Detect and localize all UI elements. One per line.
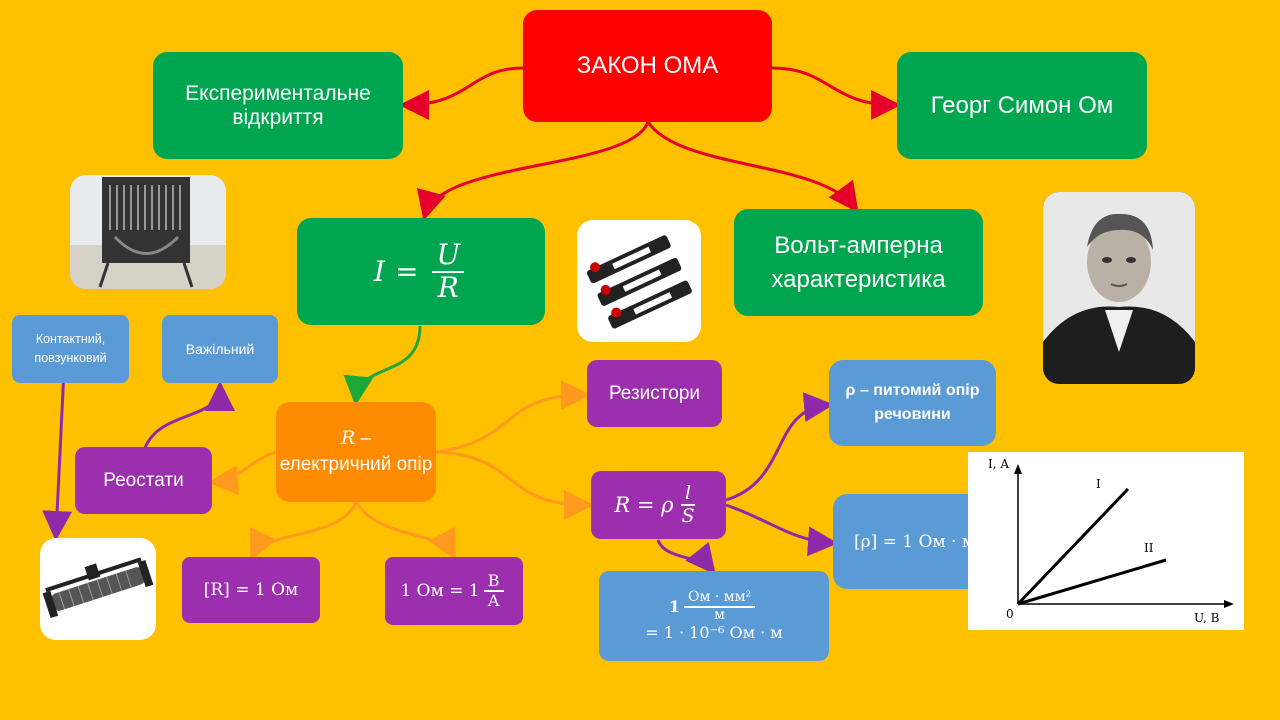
arrow-rho-def (725, 392, 834, 502)
unit-ohm-fraction: В А (483, 572, 504, 610)
y-axis-arrow (1014, 464, 1022, 474)
rheostats-text: Реостати (103, 469, 184, 491)
arrow-resistance-unit-ohm (354, 501, 456, 561)
rho-conversion-node: 1 Ом · мм² м = 1 · 10⁻⁶ Ом · м (599, 571, 829, 661)
arrow-resistance-rho (435, 450, 594, 520)
origin-label: 0 (1006, 607, 1014, 621)
arrow-resistance-unit-r (249, 501, 358, 561)
rho-conv-den: м (714, 606, 726, 623)
series-label-2: II (1144, 541, 1154, 555)
resistors-image (587, 235, 692, 329)
scientist-node: Георг Симон Ом (897, 52, 1147, 159)
arrow-rheostats-lever (143, 381, 235, 449)
arrow-contact-image (42, 369, 73, 541)
scientist-text: Георг Симон Ом (930, 91, 1114, 119)
rho-definition-node: ρ – питомий опір речовини (829, 360, 996, 446)
resistance-box-image (70, 177, 226, 289)
rho-formula-fraction: l S (678, 483, 699, 527)
series-line-2 (1017, 558, 1167, 606)
x-axis-label: U, B (1194, 611, 1220, 625)
formula-fraction: U R (432, 239, 465, 304)
resistance-dash: – (355, 428, 372, 450)
formula-lhs: I (373, 255, 385, 288)
series-label-1: I (1096, 477, 1101, 491)
lever-rheostat-node: Важільний (162, 315, 278, 383)
resistance-box-photo (70, 175, 226, 289)
vac-node: Вольт-амперна характеристика (734, 209, 983, 316)
rho-formula-num: l (681, 483, 696, 506)
title-text: ЗАКОН ОМА (576, 52, 719, 79)
arrow-rho-conv (656, 539, 716, 575)
rheostat-photo (40, 538, 156, 640)
unit-ohm-node: 1 Ом = 1 В А (385, 557, 523, 625)
rho-conv-one: 1 (668, 597, 681, 616)
rho-conv-num: Ом · мм² (684, 589, 756, 608)
resistance-symbol: R (340, 427, 356, 450)
resistance-node: R – електричний опір (276, 402, 436, 502)
arrow-title-vac (646, 121, 859, 213)
experimental-node: Експериментальне відкриття (153, 52, 403, 159)
ohm-portrait-photo (1043, 192, 1195, 384)
contact-text: Контактний, повзунковий (34, 332, 107, 365)
rho-formula-den: S (681, 505, 695, 527)
rho-unit-text: [ρ] = 1 Ом · м (853, 531, 976, 552)
title-node: ЗАКОН ОМА (523, 10, 772, 122)
unit-r-text: [R] = 1 Ом (203, 580, 299, 600)
resistors-node: Резистори (587, 360, 722, 427)
ohm-formula-node: I = U R (297, 218, 545, 325)
arrow-resistance-resistors (435, 380, 591, 454)
arrow-title-experimental (399, 66, 524, 120)
formula-num: U (432, 239, 465, 273)
y-axis-label: I, A (988, 457, 1009, 471)
rho-formula-node: R = ρ l S (591, 471, 726, 539)
contact-rheostat-node: Контактний, повзунковий (12, 315, 129, 383)
unit-ohm-lhs: 1 Ом = 1 (400, 581, 480, 601)
ohm-portrait-image (1043, 192, 1195, 384)
arrow-title-formula (416, 121, 650, 221)
series-line-1 (1016, 487, 1130, 606)
unit-ohm-num: В (483, 572, 504, 592)
resistors-text: Резистори (608, 382, 701, 404)
resistance-text: електричний опір (279, 454, 433, 475)
unit-r-node: [R] = 1 Ом (182, 557, 320, 623)
arrow-formula-resistance (343, 325, 422, 406)
rho-conv-rest: = 1 · 10⁻⁶ Ом · м (645, 622, 783, 642)
rheostats-node: Реостати (75, 447, 212, 514)
vac-text: Вольт-амперна характеристика (771, 231, 946, 293)
formula-den: R (437, 270, 459, 304)
experimental-text: Експериментальне відкриття (185, 81, 371, 129)
rho-conv-fraction: Ом · мм² м (684, 589, 756, 623)
rho-formula-lhs: R = ρ (614, 493, 674, 517)
lever-text: Важільний (185, 341, 255, 357)
arrow-resistance-rheostats (208, 450, 277, 496)
iv-graph-svg: I, A U, B 0 III (988, 457, 1234, 625)
rheostat-image (42, 557, 154, 619)
x-axis-arrow (1224, 600, 1234, 608)
unit-ohm-den: А (487, 591, 500, 610)
rho-def-text: ρ – питомий опір речовини (845, 382, 980, 423)
formula-eq: = (394, 255, 419, 288)
arrow-title-scientist (771, 66, 901, 120)
arrow-rho-unit (725, 503, 838, 557)
resistors-photo (577, 220, 701, 342)
